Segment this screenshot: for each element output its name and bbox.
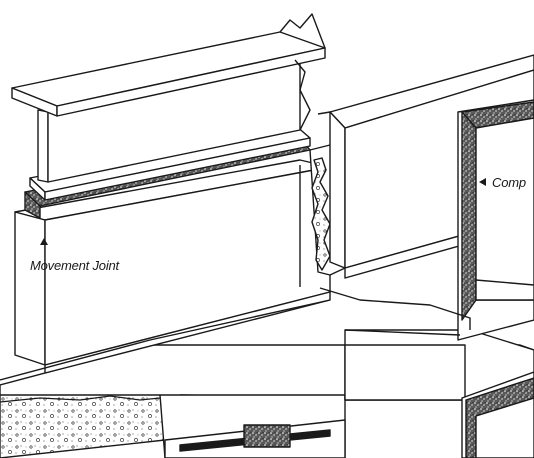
left-wall-front [14, 211, 46, 366]
right-wall-torn-edge [317, 111, 331, 115]
lower-slab-left [0, 394, 166, 458]
slab-broken-edge [0, 395, 161, 403]
i-beam-web [37, 109, 49, 183]
right-column-base [475, 279, 534, 301]
compressible-pointer-icon [479, 178, 486, 186]
slab-ledge-line-right [344, 329, 461, 336]
slab-ledge-line [0, 299, 331, 381]
movement-joint-pointer-icon [40, 238, 48, 245]
i-beam-end-cut [294, 59, 311, 131]
top-filler-front [24, 191, 41, 219]
i-beam-top-flange-side [56, 47, 326, 117]
right-wall-joint-face [329, 111, 346, 269]
lower-right-beam-front [344, 344, 466, 401]
movement-joint-label: Movement Joint [30, 258, 119, 273]
bottom-right-column-inner [475, 397, 534, 458]
i-beam-torn-end [279, 13, 326, 49]
compressible-label: Comp [492, 175, 526, 190]
right-column-filler-side [461, 111, 477, 321]
slab-crack [319, 287, 471, 330]
i-beam-bottom-flange-side [44, 137, 311, 201]
bottom-filler-block [243, 424, 291, 448]
right-column-inner [475, 117, 534, 301]
